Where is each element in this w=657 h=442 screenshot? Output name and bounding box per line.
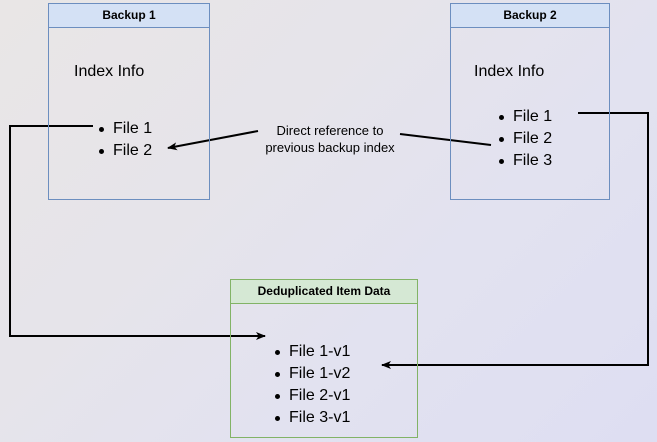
dedup-file-item: File 2-v1 [273, 385, 350, 407]
backup2-file-item: File 2 [497, 128, 552, 150]
backup2-file-item: File 1 [497, 106, 552, 128]
backup1-file-item: File 2 [97, 140, 152, 162]
backup1-file-item: File 1 [97, 118, 152, 140]
backup2-box[interactable]: Backup 2 Index Info File 1 File 2 File 3 [450, 3, 610, 200]
dedup-file-item: File 3-v1 [273, 407, 350, 429]
backup2-index-info-label: Index Info [474, 63, 545, 80]
backup2-file-list: File 1 File 2 File 3 [497, 106, 552, 172]
backup1-file-list: File 1 File 2 [97, 118, 152, 162]
backup2-file-item: File 3 [497, 150, 552, 172]
dedup-file-list: File 1-v1 File 1-v2 File 2-v1 File 3-v1 [273, 341, 350, 429]
dedup-file-item: File 1-v1 [273, 341, 350, 363]
dedup-title: Deduplicated Item Data [231, 280, 417, 304]
backup1-title: Backup 1 [49, 4, 209, 28]
backup2-title: Backup 2 [451, 4, 609, 28]
direct-reference-caption: Direct reference to previous backup inde… [265, 123, 395, 155]
deduplicated-item-data-box[interactable]: Deduplicated Item Data File 1-v1 File 1-… [230, 279, 418, 438]
backup1-index-info-label: Index Info [74, 63, 145, 80]
backup1-box[interactable]: Backup 1 Index Info File 1 File 2 [48, 3, 210, 200]
dedup-file-item: File 1-v2 [273, 363, 350, 385]
